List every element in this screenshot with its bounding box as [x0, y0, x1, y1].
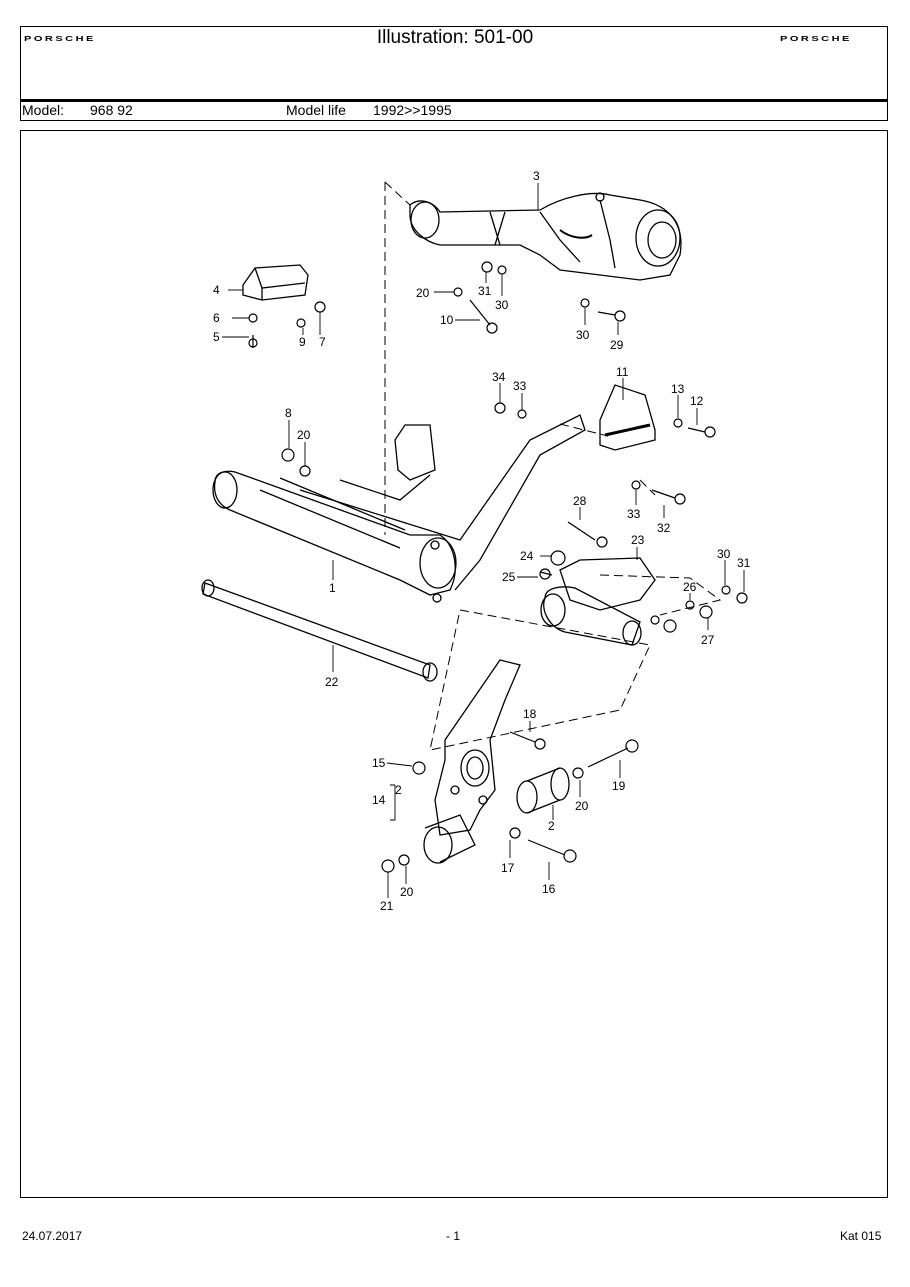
part-labels: 3 4 6 5 9 7 20 31 30 10 30 29 8 20 34 33…: [213, 169, 751, 913]
label-2-b: 2: [548, 819, 555, 833]
label-3: 3: [533, 169, 540, 183]
label-31-a: 31: [478, 284, 492, 298]
nuts-and-washers: [248, 261, 748, 873]
label-8: 8: [285, 406, 292, 420]
model-life-label: Model life: [286, 102, 346, 118]
label-20-a: 20: [416, 286, 430, 300]
footer-catalog: Kat 015: [840, 1229, 882, 1243]
label-5: 5: [213, 330, 220, 344]
label-32: 32: [657, 521, 671, 535]
label-28: 28: [573, 494, 587, 508]
model-label: Model:: [22, 102, 65, 118]
model-life-value: 1992>>1995: [373, 102, 452, 118]
label-20-b: 20: [297, 428, 311, 442]
label-34: 34: [492, 370, 506, 384]
exploded-parts-diagram: 3 4 6 5 9 7 20 31 30 10 30 29 8 20 34 33…: [201, 169, 751, 913]
label-20-d: 20: [400, 885, 414, 899]
label-6: 6: [213, 311, 220, 325]
header-divider: [20, 99, 888, 102]
part-22-torsion-bar: [201, 579, 438, 682]
label-27: 27: [701, 633, 715, 647]
part-11-mount: [599, 384, 656, 451]
bolts: [248, 299, 716, 863]
label-29: 29: [610, 338, 624, 352]
page-title: Illustration: 501-00: [376, 27, 534, 48]
porsche-logo-left: PORSCHE: [24, 35, 96, 43]
porsche-logo-right: PORSCHE: [780, 35, 852, 43]
label-30-b: 30: [576, 328, 590, 342]
label-19: 19: [612, 779, 626, 793]
label-21: 21: [380, 899, 394, 913]
footer-page-number: - 1: [446, 1229, 461, 1243]
label-9: 9: [299, 335, 306, 349]
illustration-frame: [20, 130, 888, 1198]
label-11: 11: [616, 365, 629, 379]
label-15: 15: [372, 756, 386, 770]
label-33-b: 33: [627, 507, 641, 521]
label-17: 17: [501, 861, 515, 875]
label-30-a: 30: [495, 298, 509, 312]
leader-lines: [222, 183, 745, 898]
part-2-bushing: [516, 767, 570, 814]
trailing-arm: [423, 659, 521, 864]
label-4: 4: [213, 283, 220, 297]
label-20-c: 20: [575, 799, 589, 813]
part-1-axle-beam: [212, 414, 586, 603]
part-3-axle-carrier: [409, 192, 682, 281]
model-value: 968 92: [90, 102, 133, 118]
label-23: 23: [631, 533, 645, 547]
label-22: 22: [325, 675, 339, 689]
label-31-b: 31: [737, 556, 751, 570]
label-18: 18: [523, 707, 537, 721]
label-26: 26: [683, 580, 697, 594]
part-4-bracket: [242, 264, 309, 301]
label-1: 1: [329, 581, 336, 595]
label-10: 10: [440, 313, 454, 327]
label-13: 13: [671, 382, 685, 396]
label-30-c: 30: [717, 547, 731, 561]
label-33-a: 33: [513, 379, 527, 393]
label-16: 16: [542, 882, 556, 896]
label-2-a: 2: [395, 783, 402, 797]
label-25: 25: [502, 570, 516, 584]
part-23-bracket: [540, 557, 656, 646]
header-box: [20, 26, 888, 121]
footer-date: 24.07.2017: [22, 1229, 83, 1243]
label-7: 7: [319, 335, 326, 349]
label-24: 24: [520, 549, 534, 563]
label-12: 12: [690, 394, 704, 408]
label-14: 14: [372, 793, 386, 807]
assembly-lines: [384, 181, 722, 751]
